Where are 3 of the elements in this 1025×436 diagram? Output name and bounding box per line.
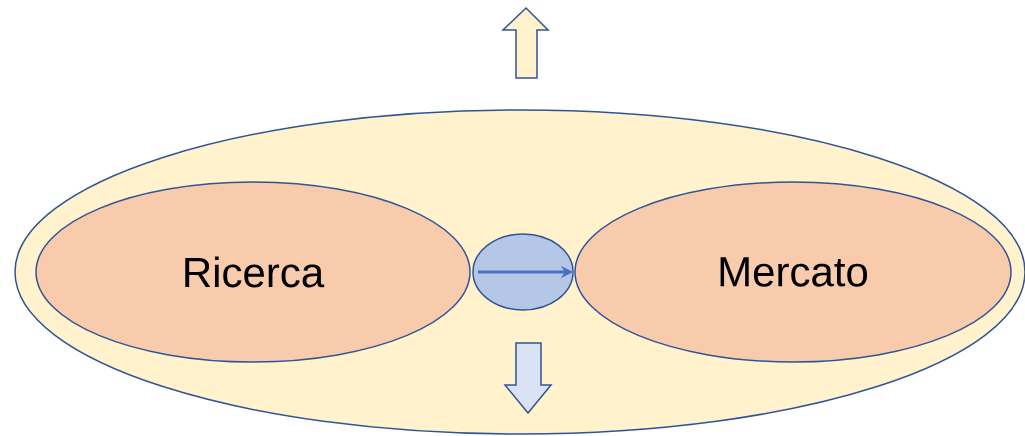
ellipse-node: Ricerca <box>35 181 471 363</box>
circle-node <box>472 233 574 311</box>
ellipse-node: Mercato <box>574 181 1012 363</box>
